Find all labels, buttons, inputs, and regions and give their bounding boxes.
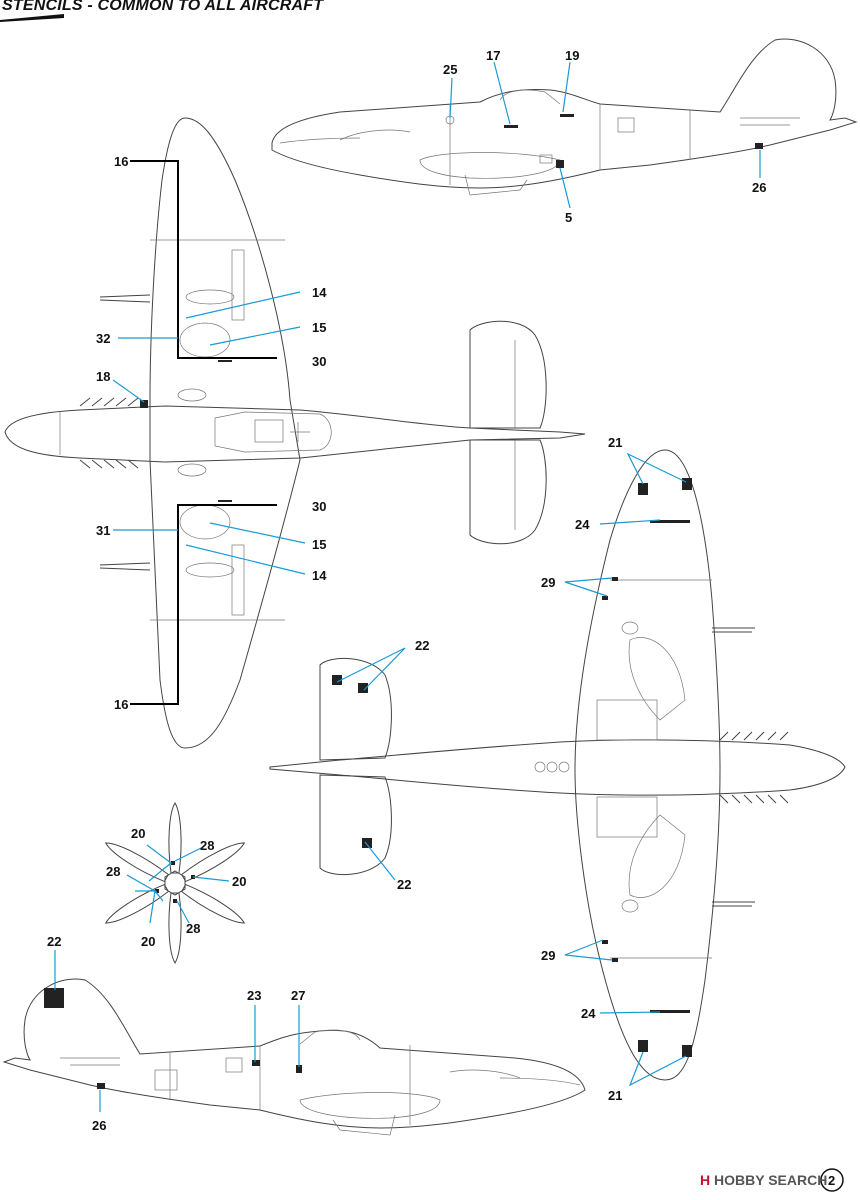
callout-24-bot: 24 [581,1006,596,1021]
callout-24-top: 24 [575,517,590,532]
page-number: 2 [828,1173,835,1188]
callout-27: 27 [291,988,305,1003]
callout-21-top: 21 [608,435,622,450]
callout-20-c: 20 [141,934,155,949]
side-profile-right [271,38,858,209]
watermark-logo-icon: H [700,1172,711,1188]
callout-22-top: 22 [415,638,429,653]
callout-17: 17 [486,48,500,63]
callout-16-top: 16 [114,154,128,169]
callout-18: 18 [96,369,110,384]
callout-28-a: 28 [200,838,214,853]
side-profile-left [2,950,586,1136]
propeller-front-view [104,802,246,964]
callout-14-bot: 14 [312,568,327,583]
callout-16-bot: 16 [114,697,128,712]
callout-29-top: 29 [541,575,555,590]
callout-26-side: 26 [92,1118,106,1133]
callout-20-a: 20 [131,826,145,841]
callout-28-b: 28 [106,864,120,879]
plan-view-underside [269,449,846,1087]
callout-26-top: 26 [752,180,766,195]
callout-15-top: 15 [312,320,326,335]
callout-25: 25 [443,62,457,77]
callout-30-bot: 30 [312,499,326,514]
callout-15-bot: 15 [312,537,326,552]
callout-22-bot: 22 [397,877,411,892]
callout-22-side: 22 [47,934,61,949]
callout-29-bot: 29 [541,948,555,963]
sheet-title: STENCILS - COMMON TO ALL AIRCRAFT [2,0,324,14]
callout-5: 5 [565,210,572,225]
callout-28-c: 28 [186,921,200,936]
callout-32: 32 [96,331,110,346]
callout-19: 19 [565,48,579,63]
callout-23: 23 [247,988,261,1003]
page-number-badge [820,1168,844,1192]
watermark-text: HOBBY SEARCH [714,1172,828,1188]
plan-view-top [4,117,586,749]
callout-14-top: 14 [312,285,327,300]
callout-30-top: 30 [312,354,326,369]
title-underline [0,14,64,22]
callout-20-b: 20 [232,874,246,889]
callout-31: 31 [96,523,110,538]
watermark: H HOBBY SEARCH [700,1172,827,1188]
callout-21-bot: 21 [608,1088,622,1103]
